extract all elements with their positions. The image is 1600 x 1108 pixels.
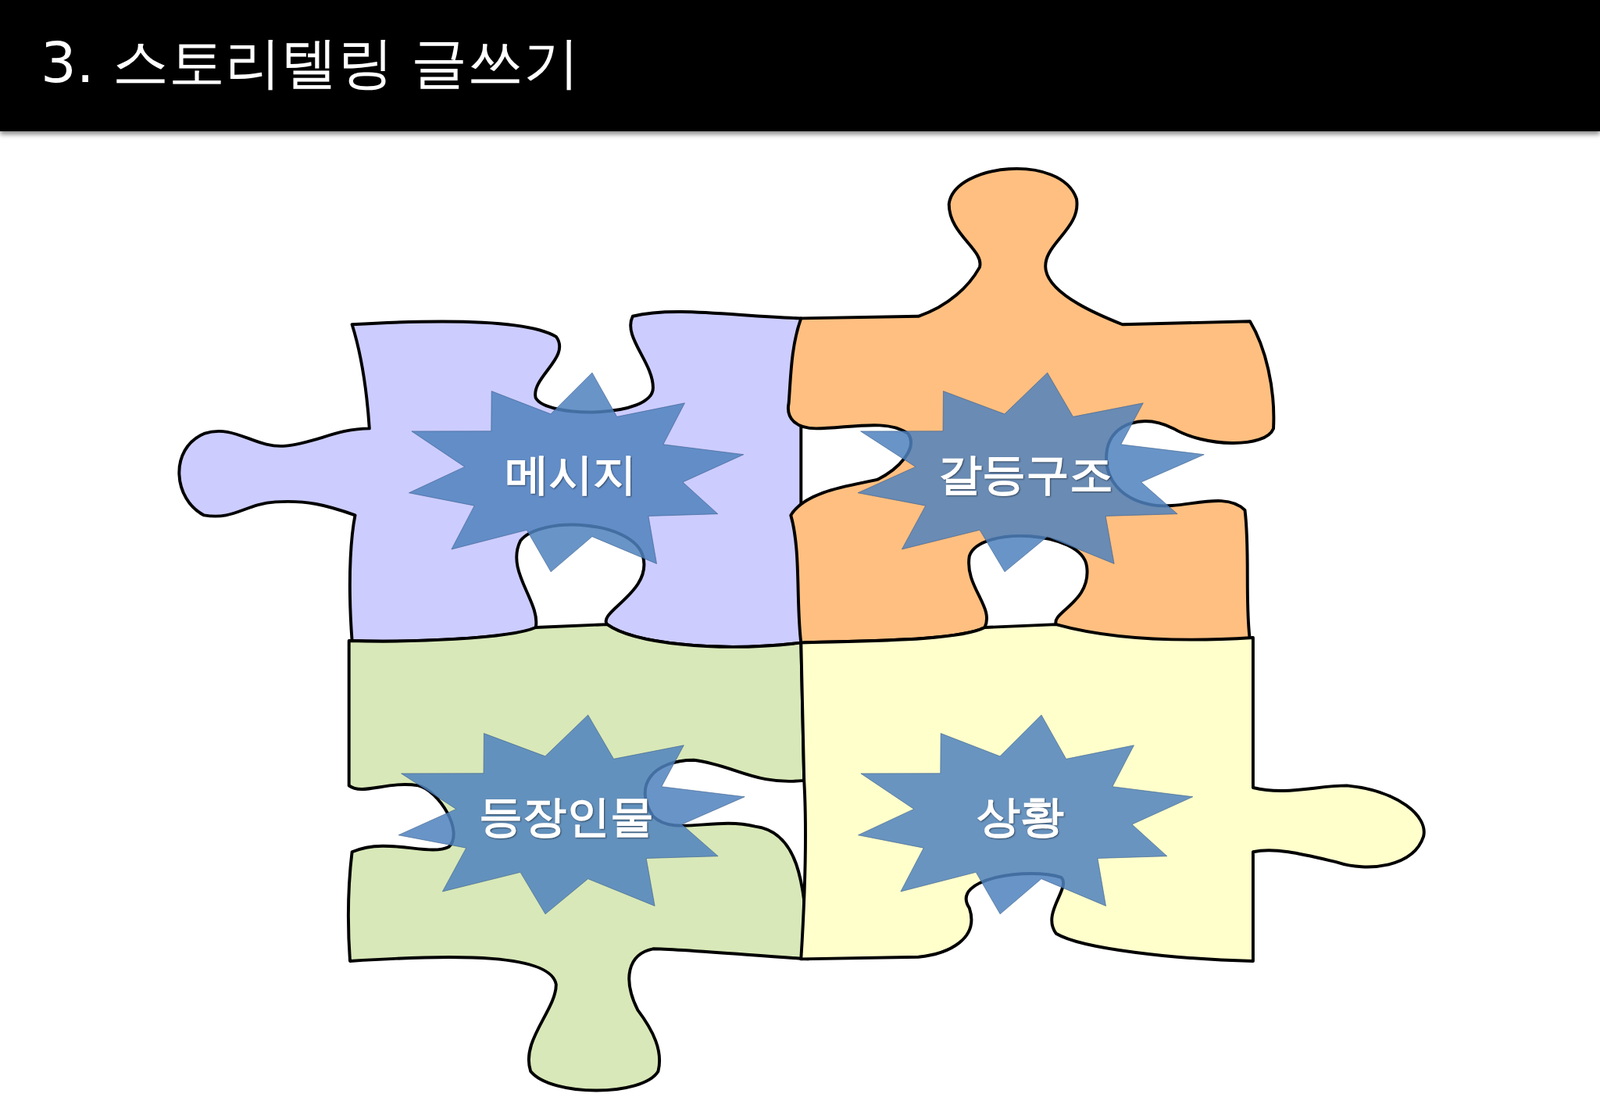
puzzle-piece [348, 624, 808, 1090]
node-label: 상황 [976, 790, 1065, 843]
starburst-outline [398, 714, 745, 915]
node-label: 등장인물 [478, 790, 654, 843]
starburst-outline [857, 372, 1204, 572]
puzzle-piece [788, 168, 1274, 646]
slide-title: 3. 스토리텔링 글쓰기 [40, 23, 580, 102]
node-label: 갈등구조 [938, 448, 1114, 500]
starburst-label: 메시지 [395, 371, 747, 577]
starburst-outline [408, 372, 743, 572]
puzzle-piece [178, 311, 801, 647]
node-label: 메시지 [505, 448, 637, 500]
puzzle-piece [800, 624, 1424, 961]
starburst-outline [857, 714, 1193, 915]
starburst-label: 등장인물 [384, 714, 749, 919]
starburst-label: 상황 [844, 714, 1197, 919]
starburst-label: 갈등구조 [843, 371, 1208, 577]
